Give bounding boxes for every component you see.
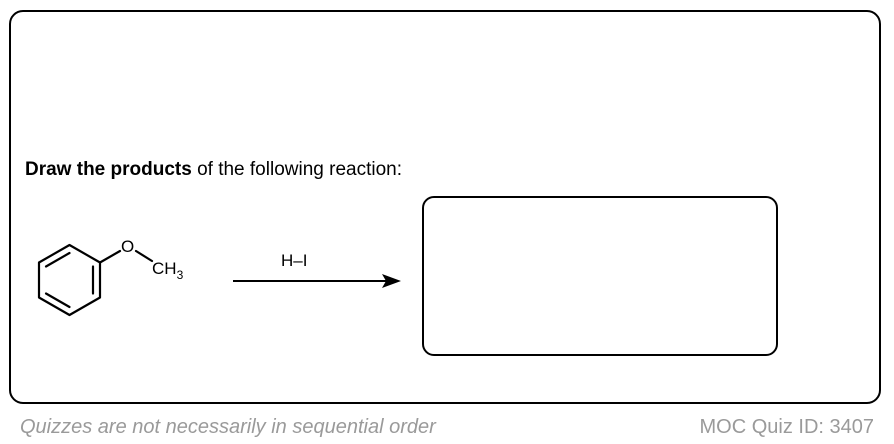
benzene-ring [37,243,154,317]
reagent-label: H–I [281,251,307,270]
o-ch3-bond [134,249,154,263]
ring-double-bond-2 [44,292,71,309]
ring-double-bond-3 [44,251,71,268]
product-answer-box[interactable] [422,196,778,356]
c-o-bond [98,249,122,264]
footer-disclaimer: Quizzes are not necessarily in sequentia… [20,416,436,438]
question-bold: Draw the products [25,159,192,180]
reaction-arrow-head [382,274,401,288]
methyl-label: CH3 [152,259,184,282]
methyl-ch: CH [152,259,177,278]
methyl-subscript: 3 [177,268,184,282]
quiz-card [9,10,881,404]
ring-outline [37,243,102,317]
quiz-id-label: MOC Quiz ID: 3407 [699,416,874,438]
question-prompt: Draw the products of the following react… [25,158,402,182]
question-rest: of the following reaction: [191,159,402,180]
oxygen-atom-label: O [121,237,134,256]
